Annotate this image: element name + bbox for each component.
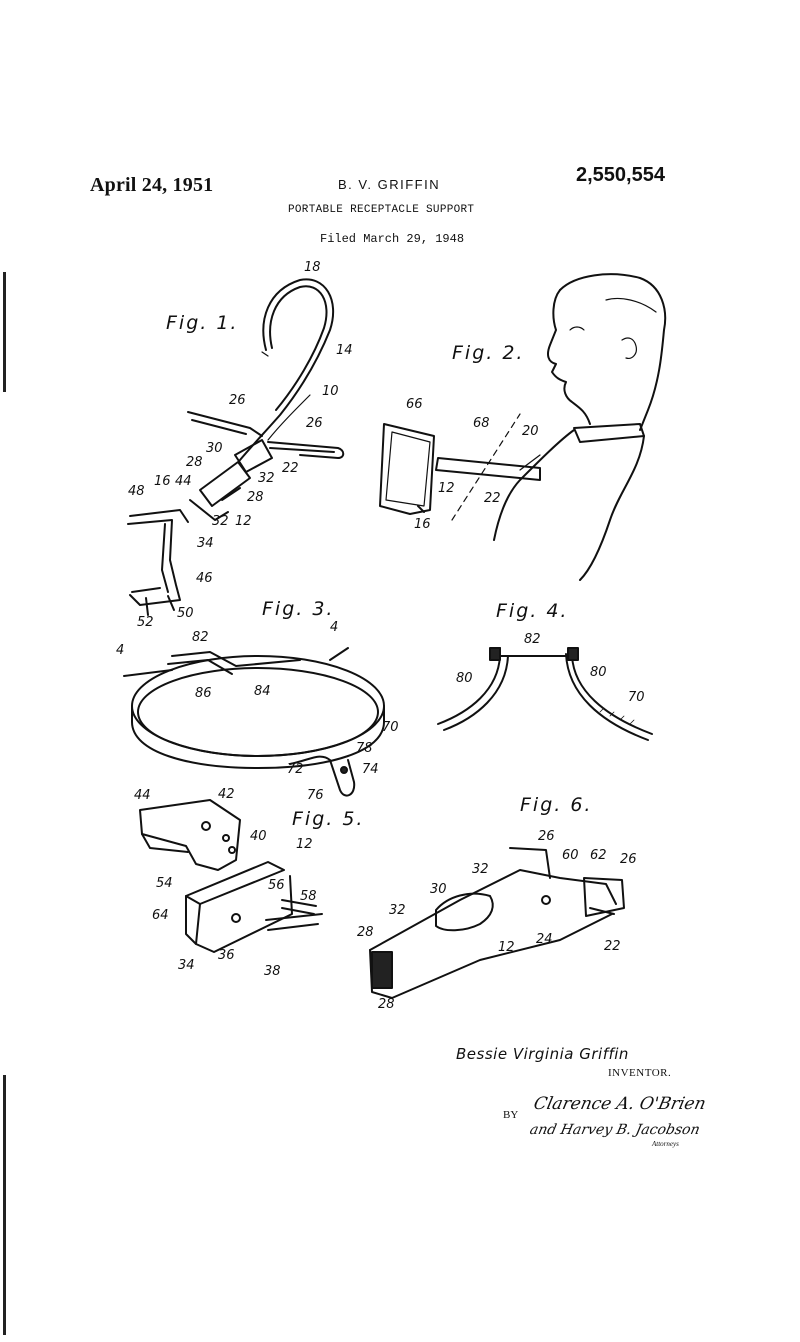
fig3-ref-4: 4 xyxy=(116,643,125,658)
fig3-ref-74: 74 xyxy=(362,762,379,777)
fig1-ref-28: 28 xyxy=(247,490,264,505)
fig6-ref-26: 26 xyxy=(538,829,555,844)
patent-date: April 24, 1951 xyxy=(90,174,214,196)
inventor-heading: B. V. GRIFFIN xyxy=(338,177,441,192)
fig4-ref-82: 82 xyxy=(524,632,541,647)
filed-date: Filed March 29, 1948 xyxy=(320,232,465,246)
fig2-drawing xyxy=(379,273,667,581)
fig5-ref-44: 44 xyxy=(134,788,151,803)
fig5-label: Fig. 5. xyxy=(292,808,365,830)
fig6-label: Fig. 6. xyxy=(520,794,593,816)
attorney-signature-line2: and Harvey B. Jacobson xyxy=(528,1122,702,1138)
fig6-ref-28: 28 xyxy=(357,925,374,940)
fig3-ref-70: 70 xyxy=(382,720,399,735)
fig6-ref-22: 22 xyxy=(604,939,621,954)
fig4-ref-80: 80 xyxy=(456,671,473,686)
fig1-ref-22: 22 xyxy=(282,461,299,476)
scan-margin-mark xyxy=(3,1075,6,1335)
fig3-ref-86: 86 xyxy=(195,686,212,701)
fig3-label: Fig. 3. xyxy=(262,598,335,620)
fig4-label: Fig. 4. xyxy=(496,600,569,622)
fig5-ref-40: 40 xyxy=(250,829,267,844)
fig3-ref-72: 72 xyxy=(287,762,304,777)
fig5-drawing xyxy=(139,799,323,953)
fig1-ref-18: 18 xyxy=(304,260,321,275)
fig2-ref-68: 68 xyxy=(473,416,490,431)
fig6-ref-28: 28 xyxy=(378,997,395,1012)
fig6-ref-62: 62 xyxy=(590,848,607,863)
fig5-ref-56: 56 xyxy=(268,878,285,893)
fig1-drawing xyxy=(127,278,345,616)
fig5-ref-42: 42 xyxy=(218,787,235,802)
fig2-ref-16: 16 xyxy=(414,517,431,532)
fig6-ref-32: 32 xyxy=(472,862,489,877)
fig1-ref-50: 50 xyxy=(177,606,194,621)
inventor-name: Bessie Virginia Griffin xyxy=(456,1045,629,1063)
fig2-ref-22: 22 xyxy=(484,491,501,506)
fig1-ref-32: 32 xyxy=(212,514,229,529)
fig1-ref-26: 26 xyxy=(229,393,246,408)
fig3-ref-4: 4 xyxy=(330,620,339,635)
fig1-ref-16: 16 xyxy=(154,474,171,489)
fig1-ref-30: 30 xyxy=(206,441,223,456)
fig2-ref-20: 20 xyxy=(522,424,539,439)
fig2-ref-66: 66 xyxy=(406,397,423,412)
fig3-ref-76: 76 xyxy=(307,788,324,803)
fig4-drawing xyxy=(437,647,653,741)
fig1-ref-52: 52 xyxy=(137,615,154,630)
fig2-ref-12: 12 xyxy=(438,481,455,496)
fig6-ref-24: 24 xyxy=(536,932,553,947)
fig5-ref-64: 64 xyxy=(152,908,169,923)
fig5-ref-58: 58 xyxy=(300,889,317,904)
fig1-ref-14: 14 xyxy=(336,343,353,358)
fig1-label: Fig. 1. xyxy=(166,312,239,334)
fig6-ref-30: 30 xyxy=(430,882,447,897)
fig6-drawing xyxy=(369,847,625,999)
fig1-ref-32: 32 xyxy=(258,471,275,486)
fig6-ref-12: 12 xyxy=(498,940,515,955)
fig3-ref-84: 84 xyxy=(254,684,271,699)
fig3-ref-82: 82 xyxy=(192,630,209,645)
fig3-drawing xyxy=(123,647,385,797)
fig1-ref-26: 26 xyxy=(306,416,323,431)
fig5-ref-36: 36 xyxy=(218,948,235,963)
fig5-ref-12: 12 xyxy=(296,837,313,852)
fig4-ref-70: 70 xyxy=(628,690,645,705)
attorney-signature-line1: Clarence A. O'Brien xyxy=(531,1094,708,1114)
fig6-ref-32: 32 xyxy=(389,903,406,918)
patent-number: 2,550,554 xyxy=(576,164,665,186)
fig1-ref-28: 28 xyxy=(186,455,203,470)
fig1-ref-44: 44 xyxy=(175,474,192,489)
fig5-ref-34: 34 xyxy=(178,958,195,973)
fig1-ref-46: 46 xyxy=(196,571,213,586)
scan-margin-mark xyxy=(3,272,6,392)
fig1-ref-34: 34 xyxy=(197,536,214,551)
fig6-ref-26: 26 xyxy=(620,852,637,867)
patent-title: PORTABLE RECEPTACLE SUPPORT xyxy=(288,204,475,216)
attorney-role: Attorneys xyxy=(652,1140,679,1148)
fig1-ref-48: 48 xyxy=(128,484,145,499)
fig3-ref-78: 78 xyxy=(356,741,373,756)
fig1-ref-10: 10 xyxy=(322,384,339,399)
fig1-ref-12: 12 xyxy=(235,514,252,529)
fig5-ref-54: 54 xyxy=(156,876,173,891)
fig5-ref-38: 38 xyxy=(264,964,281,979)
by-label: BY xyxy=(503,1109,519,1121)
fig6-ref-60: 60 xyxy=(562,848,579,863)
fig4-ref-80: 80 xyxy=(590,665,607,680)
inventor-role: INVENTOR. xyxy=(608,1067,672,1079)
fig2-label: Fig. 2. xyxy=(452,342,525,364)
